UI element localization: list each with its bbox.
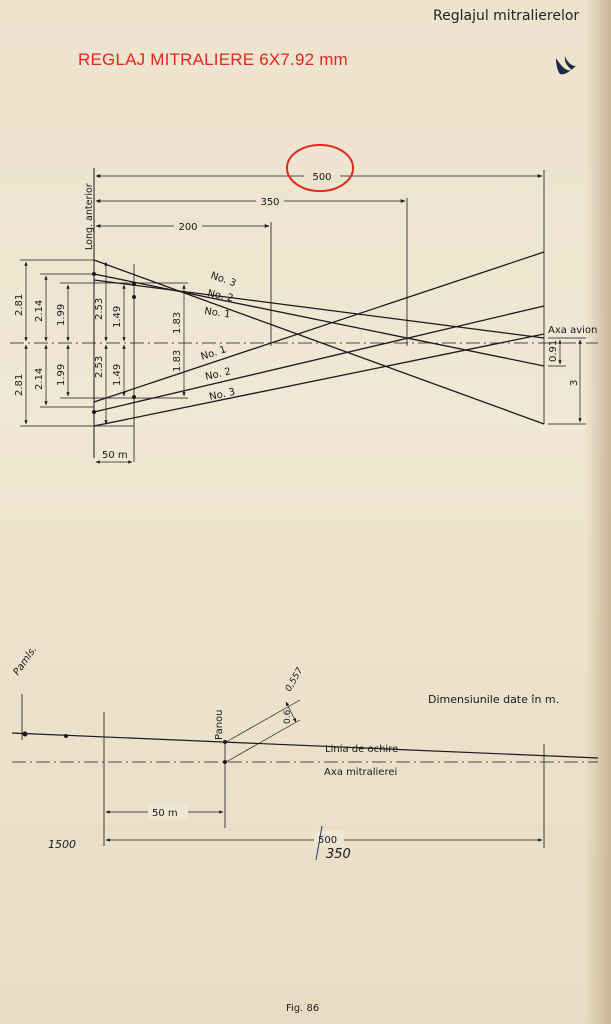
- dim-281-bottom-label: 2.81: [14, 374, 25, 396]
- dim-183-bottom-label: 1.83: [172, 350, 183, 372]
- trajectory-no3-bottom: [93, 333, 545, 427]
- dim-bottom-50-bg: [148, 803, 188, 819]
- dim-149-bottom-label: 1.49: [112, 364, 123, 386]
- dim-281-top-label: 2.81: [14, 294, 25, 316]
- dim-091-label: 0.91: [548, 340, 559, 362]
- dim-bottom-50-label: 50 m: [152, 808, 178, 819]
- dim-500-label: 500: [312, 172, 331, 183]
- dim-253-bottom-label: 2.53: [94, 356, 105, 378]
- handwritten-0557: 0,557: [284, 666, 306, 694]
- handwritten-350: 350: [326, 847, 351, 862]
- dim-214-top-label: 2.14: [34, 300, 45, 322]
- panel-point-top-2: [132, 295, 136, 299]
- overlay-title: REGLAJ MITRALIERE 6X7.92 mm: [78, 50, 348, 69]
- dim-500-label-bg: [304, 166, 340, 184]
- bird-logo-icon: [556, 56, 576, 75]
- trajectory-no1-bottom: [93, 251, 545, 403]
- dim-214-bottom-label: 2.14: [34, 368, 45, 390]
- no3-bottom-label: No. 3: [208, 387, 236, 403]
- panel-point-top: [132, 282, 136, 286]
- dim-3-label: 3: [569, 380, 580, 386]
- trajectory-no1-top: [93, 279, 545, 339]
- handwritten-strike: [315, 825, 323, 861]
- long-anterior-label: Long. anterior: [84, 183, 95, 250]
- no1-bottom-label: No. 1: [200, 344, 228, 363]
- dim-200-label-bg: [174, 217, 202, 233]
- dim-50m-label: 50 m: [102, 450, 128, 461]
- no2-top-label: No. 2: [206, 288, 234, 304]
- dim-199-bottom-label: 1.99: [56, 364, 67, 386]
- dim-200-label: 200: [178, 222, 197, 233]
- panel-point-bottom: [132, 395, 136, 399]
- highlight-circle: [286, 144, 354, 192]
- no3-top-label: No. 3: [209, 270, 237, 289]
- trajectory-no3-top: [93, 259, 545, 425]
- dim-small-label: 0.6: [283, 709, 293, 724]
- header-title: Reglajul mitralierelor: [433, 8, 580, 24]
- figure-caption: Fig. 86: [286, 1003, 320, 1014]
- sight-point-bottom: [64, 734, 68, 738]
- trajectory-no2-top: [93, 273, 545, 367]
- sight-line: [11, 732, 599, 759]
- dim-199-top-label: 1.99: [56, 304, 67, 326]
- no1-top-label: No. 1: [204, 306, 231, 321]
- dim-350-label: 350: [260, 197, 279, 208]
- gun-point-2-bottom: [92, 410, 96, 414]
- dim-small-line: [285, 701, 297, 723]
- handwritten-pamls: Pamls.: [11, 644, 39, 677]
- page-edge-shading: [585, 0, 611, 1024]
- dim-149-top-label: 1.49: [112, 306, 123, 328]
- panel-sight-point: [223, 740, 227, 744]
- dim-bottom-500-bg: [314, 831, 344, 847]
- panou-label: Panou: [214, 709, 225, 740]
- dimensions-note: Dimensiunile date în m.: [428, 693, 559, 706]
- dim-183-top-label: 1.83: [172, 312, 183, 334]
- dim-350-label-bg: [256, 192, 284, 208]
- linia-de-ochire-label: Linia de ochire: [325, 744, 398, 755]
- dim-bottom-500-label: 500: [318, 835, 337, 846]
- axa-avion-label: Axa avion: [548, 325, 597, 336]
- panel-axis-point: [223, 760, 227, 764]
- handwritten-1500: 1500: [48, 838, 76, 851]
- axa-mitralierei-label: Axa mitralierei: [324, 767, 397, 778]
- dim-253-top-label: 2.53: [94, 298, 105, 320]
- ext-line-small-bottom: [225, 719, 301, 763]
- trajectory-no2-bottom: [93, 305, 545, 413]
